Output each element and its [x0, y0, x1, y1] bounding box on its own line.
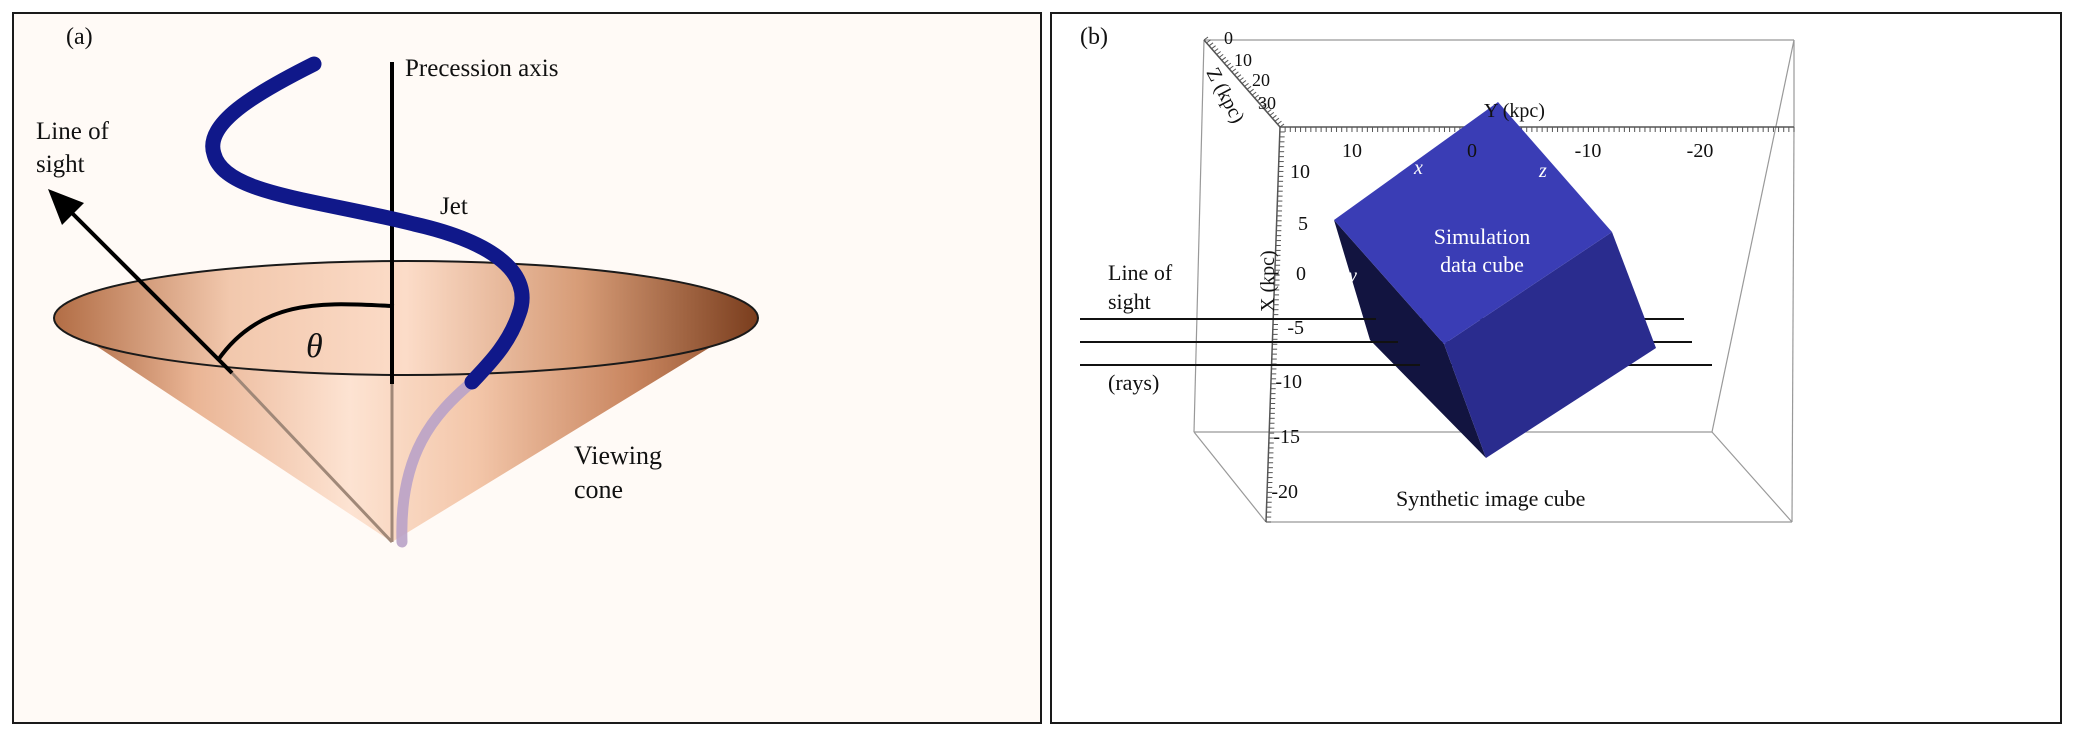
x-tick-neg20: -20	[1271, 481, 1298, 503]
rays-line-of-sight-label-line1: Line of	[1108, 260, 1173, 285]
viewing-cone-body	[54, 318, 758, 542]
panel-a-label: (a)	[66, 24, 93, 50]
data-cube-left-face	[1334, 220, 1486, 458]
line-of-sight-hidden	[230, 371, 394, 544]
cube-axis-z-label: z	[1538, 160, 1547, 182]
data-cube-right-face	[1444, 232, 1656, 458]
simulation-cube-label-line2: data cube	[1440, 252, 1524, 277]
panel-b-label: (b)	[1080, 24, 1108, 50]
x-tick-0: 0	[1296, 263, 1306, 285]
x-tick-neg15: -15	[1273, 426, 1300, 448]
cube-axis-x-label: x	[1413, 157, 1423, 179]
panel-b-canvas: (b) 0 10 20 30 Z (kpc) Y (kpc) 10 0 -10 …	[1080, 24, 1795, 523]
jet-label: Jet	[440, 193, 468, 220]
z-tick-20: 20	[1252, 70, 1270, 90]
x-tick-10: 10	[1290, 161, 1310, 183]
viewing-cone-label-line1: Viewing	[574, 441, 662, 470]
y-tick-0: 0	[1467, 140, 1477, 162]
z-tick-30: 30	[1258, 93, 1276, 113]
data-cube-top-face	[1334, 102, 1612, 344]
x-axis-label: X (kpc)	[1257, 250, 1279, 312]
line-of-sight-arrow	[67, 208, 234, 375]
precession-axis-label: Precession axis	[405, 55, 558, 82]
axis-minor-ticks	[1203, 36, 1795, 523]
precessing-jet	[205, 56, 530, 390]
viewing-cone-rim	[53, 260, 759, 376]
z-tick-0: 0	[1224, 28, 1233, 48]
x-tick-5: 5	[1298, 213, 1308, 235]
theta-label: θ	[306, 328, 323, 365]
x-tick-neg10: -10	[1275, 371, 1302, 393]
y-tick-neg20: -20	[1687, 140, 1714, 162]
synthetic-image-cube-label: Synthetic image cube	[1396, 486, 1585, 511]
z-axis-label: Z (kpc)	[1202, 64, 1249, 127]
jet-hidden-segment	[396, 376, 478, 548]
line-of-sight-label-line1: Line of	[36, 118, 110, 145]
line-of-sight-rays-front	[1334, 318, 1420, 366]
z-tick-10: 10	[1234, 50, 1252, 70]
x-tick-neg5: -5	[1287, 317, 1304, 339]
y-tick-neg10: -10	[1575, 140, 1602, 162]
panel-b-synthetic-image-diagram: (b) 0 10 20 30 Z (kpc) Y (kpc) 10 0 -10 …	[1050, 12, 2062, 724]
y-tick-10: 10	[1342, 140, 1362, 162]
rays-line-of-sight-label-line2: sight	[1108, 289, 1151, 314]
theta-angle-arc	[216, 302, 395, 362]
viewing-cone-label-line2: cone	[574, 475, 623, 504]
panel-a-jet-precession-diagram: (a) Precession axis Jet Line of sight θ …	[12, 12, 1042, 724]
y-axis-label: Y (kpc)	[1484, 100, 1545, 122]
simulation-cube-label-line1: Simulation	[1434, 224, 1531, 249]
cube-axis-y-label: y	[1346, 265, 1357, 287]
line-of-sight-arrowhead	[48, 189, 84, 225]
panel-a-canvas: (a) Precession axis Jet Line of sight θ …	[36, 24, 759, 548]
rays-label: (rays)	[1108, 370, 1159, 395]
line-of-sight-label-line2: sight	[36, 151, 85, 178]
